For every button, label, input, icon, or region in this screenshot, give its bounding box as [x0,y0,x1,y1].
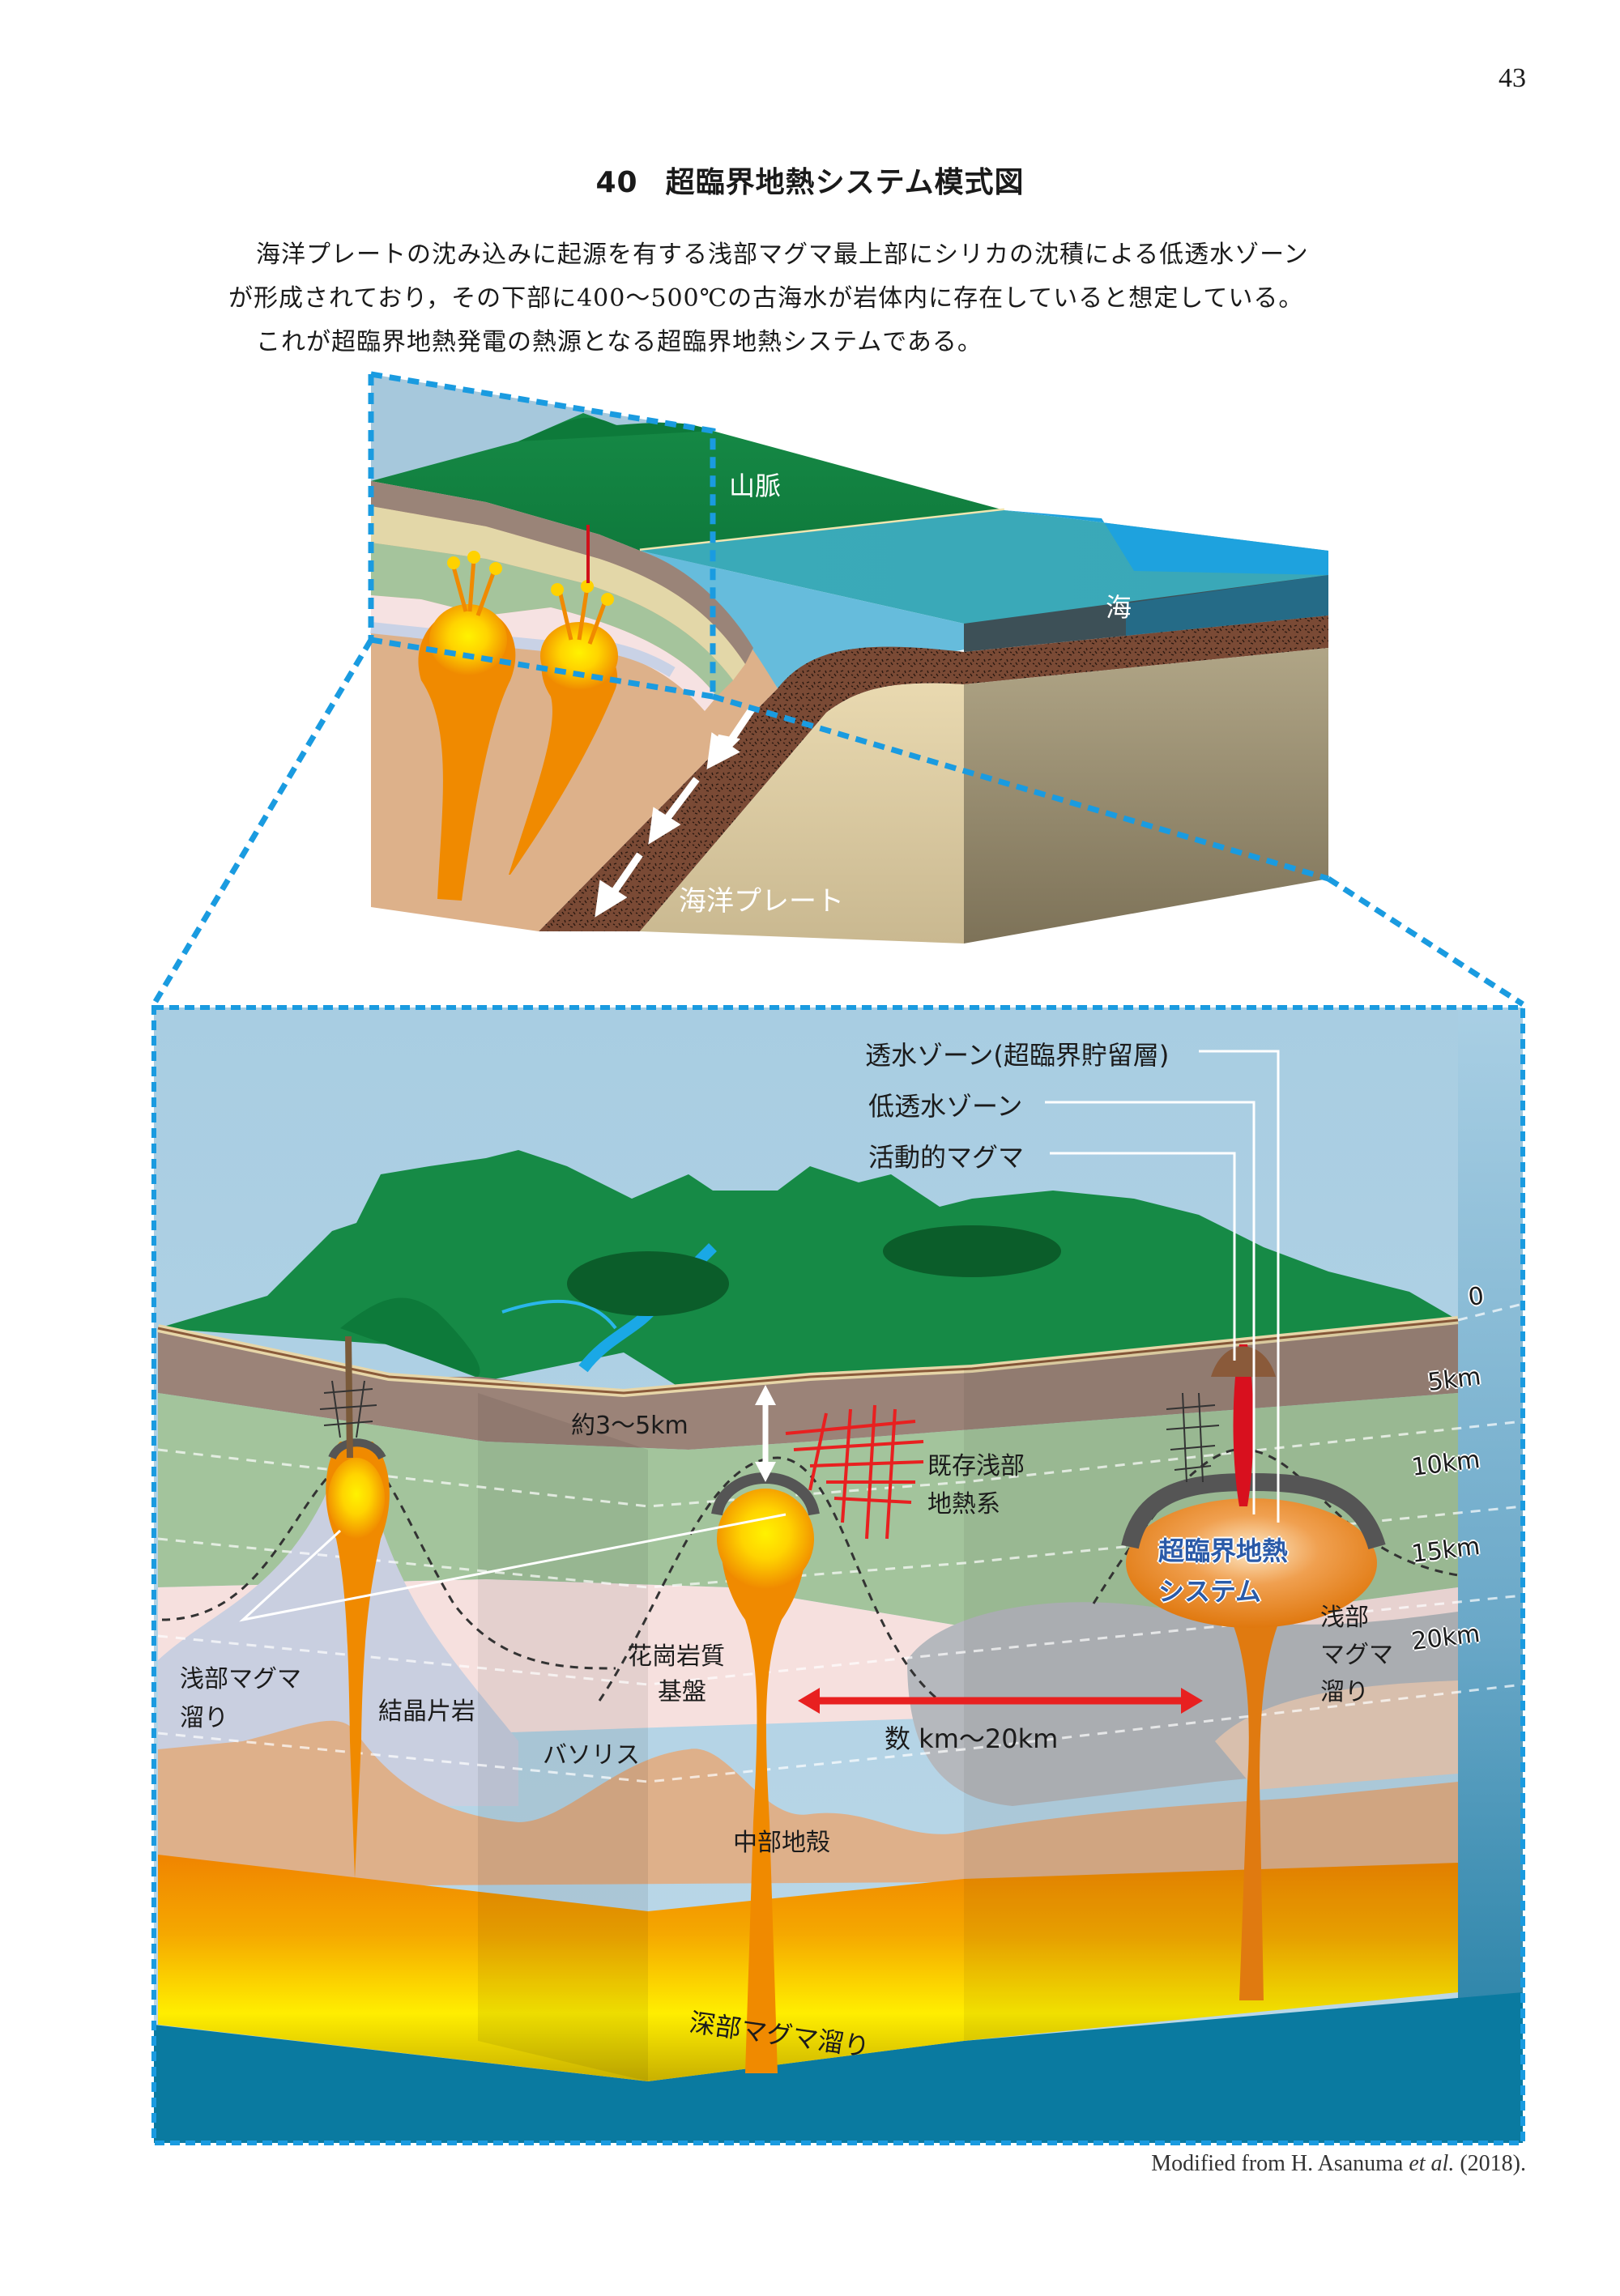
description-line-1: 海洋プレートの沈み込みに起源を有する浅部マグマ最上部にシリカの沈積による低透水ゾ… [256,241,1309,269]
label-supercritical-system-1: 超臨界地熱 [1158,1536,1289,1566]
active-magma-dike [1233,1344,1254,1506]
figure-title: 40 超臨界地熱システム模式図 [0,159,1620,201]
page-number: 43 [1498,63,1526,93]
forest-1 [567,1251,729,1316]
lower-zoom-frame [151,1005,1525,2145]
supercritical-system-body [1121,1344,1386,2000]
label-supercritical-system-2: システム [1158,1576,1262,1607]
left-fracture-network [319,1380,377,1438]
upper-zoom-frame [151,371,1524,1007]
label-granitic-basement-1: 花崗岩質 [628,1642,725,1671]
depth-0: 0 [1466,1281,1486,1312]
label-granitic-basement-2: 基盤 [658,1678,706,1706]
existing-geothermal-fractures [785,1404,924,1540]
right-fracture-network [1166,1392,1220,1483]
label-spacing: 数 km～20km [885,1723,1059,1754]
callout-low-permeability-zone: 低透水ゾーン [868,1091,1023,1122]
subduction-arrows [595,705,757,918]
label-shallow-magma-right-2: マグマ [1320,1641,1393,1669]
label-existing-geothermal-1: 既存浅部 [927,1452,1025,1480]
forest-2 [883,1225,1061,1277]
figure-description: 海洋プレートの沈み込みに起源を有する浅部マグマ最上部にシリカの沈積による低透水ゾ… [228,233,1476,364]
description-line-3: これが超臨界地熱発電の熱源となる超臨界地熱システムである。 [256,328,983,356]
spacing-arrow [798,1688,1203,1714]
credit-etal: et al. [1409,2151,1455,2176]
label-crystalline-schist: 結晶片岩 [378,1698,475,1726]
upper-land-top [371,413,1004,551]
deep-magma-chamber [158,1855,1458,2081]
credit-prefix: Modified from H. Asanuma [1151,2151,1409,2176]
label-shallow-magma-right-3: 溜り [1320,1678,1369,1706]
label-mountains: 山脈 [729,471,782,501]
label-shallow-magma-left-1: 浅部マグマ [180,1665,301,1693]
callout-active-magma: 活動的マグマ [868,1142,1025,1173]
description-line-2: が形成されており，その下部に400～500℃の古海水が岩体内に存在していると想定… [228,284,1304,313]
middle-crust [158,1720,1458,1887]
mountain-range [158,1150,1458,1393]
center-magma-body [711,1385,924,2073]
upper-magma-plume-1 [418,607,516,901]
lower-cross-section [151,1005,1525,2145]
label-sea: 海 [1106,592,1132,623]
figure-number: 40 [595,166,638,199]
label-depth-to-magma: 約3～5km [571,1412,688,1440]
label-shallow-magma-right-1: 浅部 [1320,1604,1369,1632]
label-middle-crust: 中部地殻 [733,1829,830,1857]
low-permeability-cap [1121,1472,1386,1550]
label-existing-geothermal-2: 地熱系 [927,1490,1000,1519]
credit-suffix: (2018). [1454,2151,1526,2176]
label-batholith: バソリス [543,1741,640,1770]
figure-title-text: 超臨界地熱システム模式図 [665,166,1025,199]
callout-leaders [239,1050,1280,1622]
label-shallow-magma-left-2: 溜り [180,1704,228,1732]
deep-blue-base [154,1992,1523,2143]
figure-credit: Modified from H. Asanuma et al. (2018). [1151,2151,1526,2177]
callout-permeable-zone: 透水ゾーン(超臨界貯留層) [865,1040,1170,1071]
label-oceanic-plate: 海洋プレート [679,885,844,918]
upper-magma-plume-2 [509,636,618,875]
left-magma-body [319,1335,390,1879]
upper-block-diagram [151,371,1524,1007]
left-shallow-magma-zone [158,1467,518,1806]
surface-rock-band [158,1320,1458,1450]
